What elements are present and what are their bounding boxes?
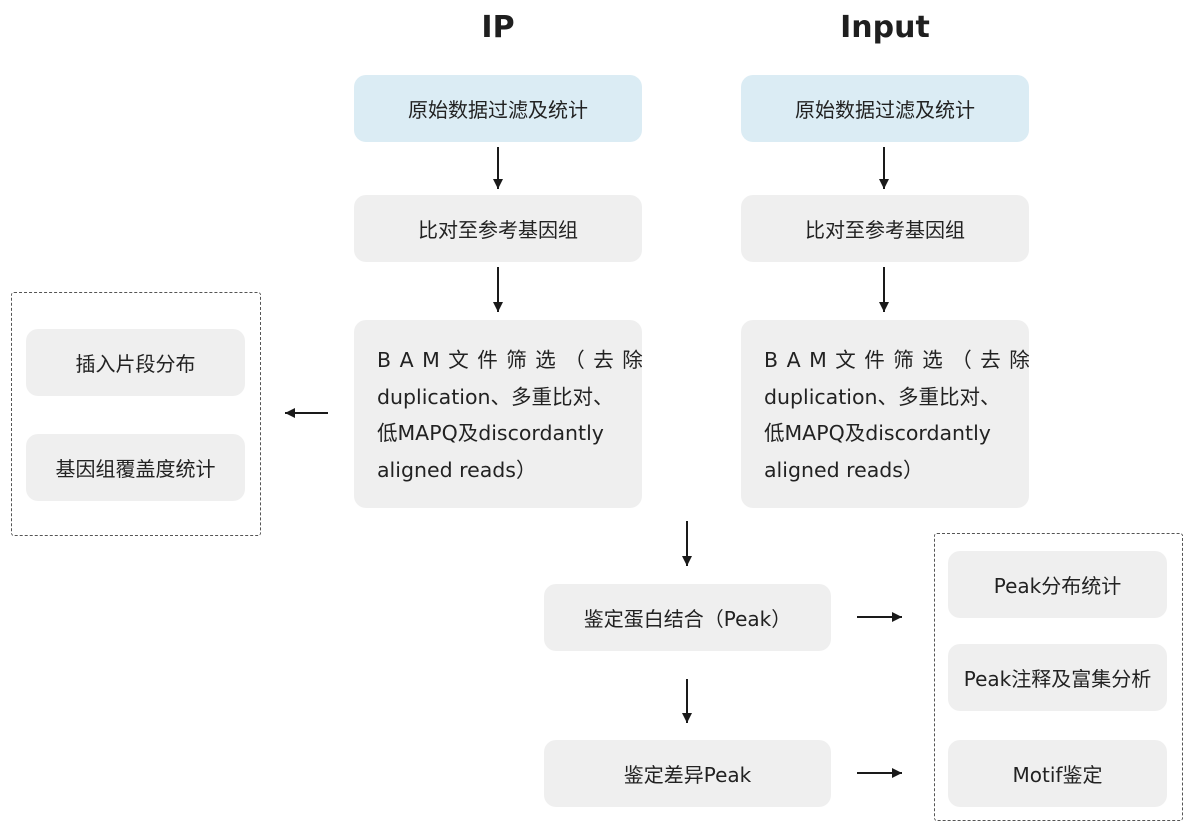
ip-alignment-step: 比对至参考基因组 bbox=[354, 195, 642, 262]
input-raw-data-filter-step: 原始数据过滤及统计 bbox=[741, 75, 1029, 142]
peak-distribution-stats-step: Peak分布统计 bbox=[948, 551, 1167, 618]
insert-size-distribution-step: 插入片段分布 bbox=[26, 329, 245, 396]
ip-bam-filter-step: BAM文件筛选（去除 duplication、多重比对、 低MAPQ及disco… bbox=[354, 320, 652, 508]
peak-analysis-group bbox=[934, 533, 1183, 821]
ip-bam-filter-line-1: BAM文件筛选（去除 bbox=[377, 348, 652, 372]
qc-stats-group bbox=[11, 292, 261, 536]
peak-calling-step: 鉴定蛋白结合（Peak） bbox=[544, 584, 831, 651]
ip-bam-filter-line-3: 低MAPQ及discordantly bbox=[377, 421, 604, 445]
input-bam-filter-line-1: BAM文件筛选（去除 bbox=[764, 348, 1039, 372]
input-bam-filter-line-3: 低MAPQ及discordantly bbox=[764, 421, 991, 445]
peak-annotation-enrichment-step: Peak注释及富集分析 bbox=[948, 644, 1167, 711]
ip-bam-filter-line-2: duplication、多重比对、 bbox=[377, 384, 614, 409]
input-bam-filter-line-2: duplication、多重比对、 bbox=[764, 384, 1001, 409]
motif-identification-step: Motif鉴定 bbox=[948, 740, 1167, 807]
ip-bam-filter-line-4: aligned reads） bbox=[377, 457, 537, 482]
input-column-title: Input bbox=[840, 10, 930, 45]
differential-peak-step: 鉴定差异Peak bbox=[544, 740, 831, 807]
ip-column-title: IP bbox=[481, 10, 515, 45]
genome-coverage-stats-step: 基因组覆盖度统计 bbox=[26, 434, 245, 501]
input-alignment-step: 比对至参考基因组 bbox=[741, 195, 1029, 262]
input-bam-filter-step: BAM文件筛选（去除 duplication、多重比对、 低MAPQ及disco… bbox=[741, 320, 1039, 508]
input-bam-filter-line-4: aligned reads） bbox=[764, 457, 924, 482]
ip-raw-data-filter-step: 原始数据过滤及统计 bbox=[354, 75, 642, 142]
